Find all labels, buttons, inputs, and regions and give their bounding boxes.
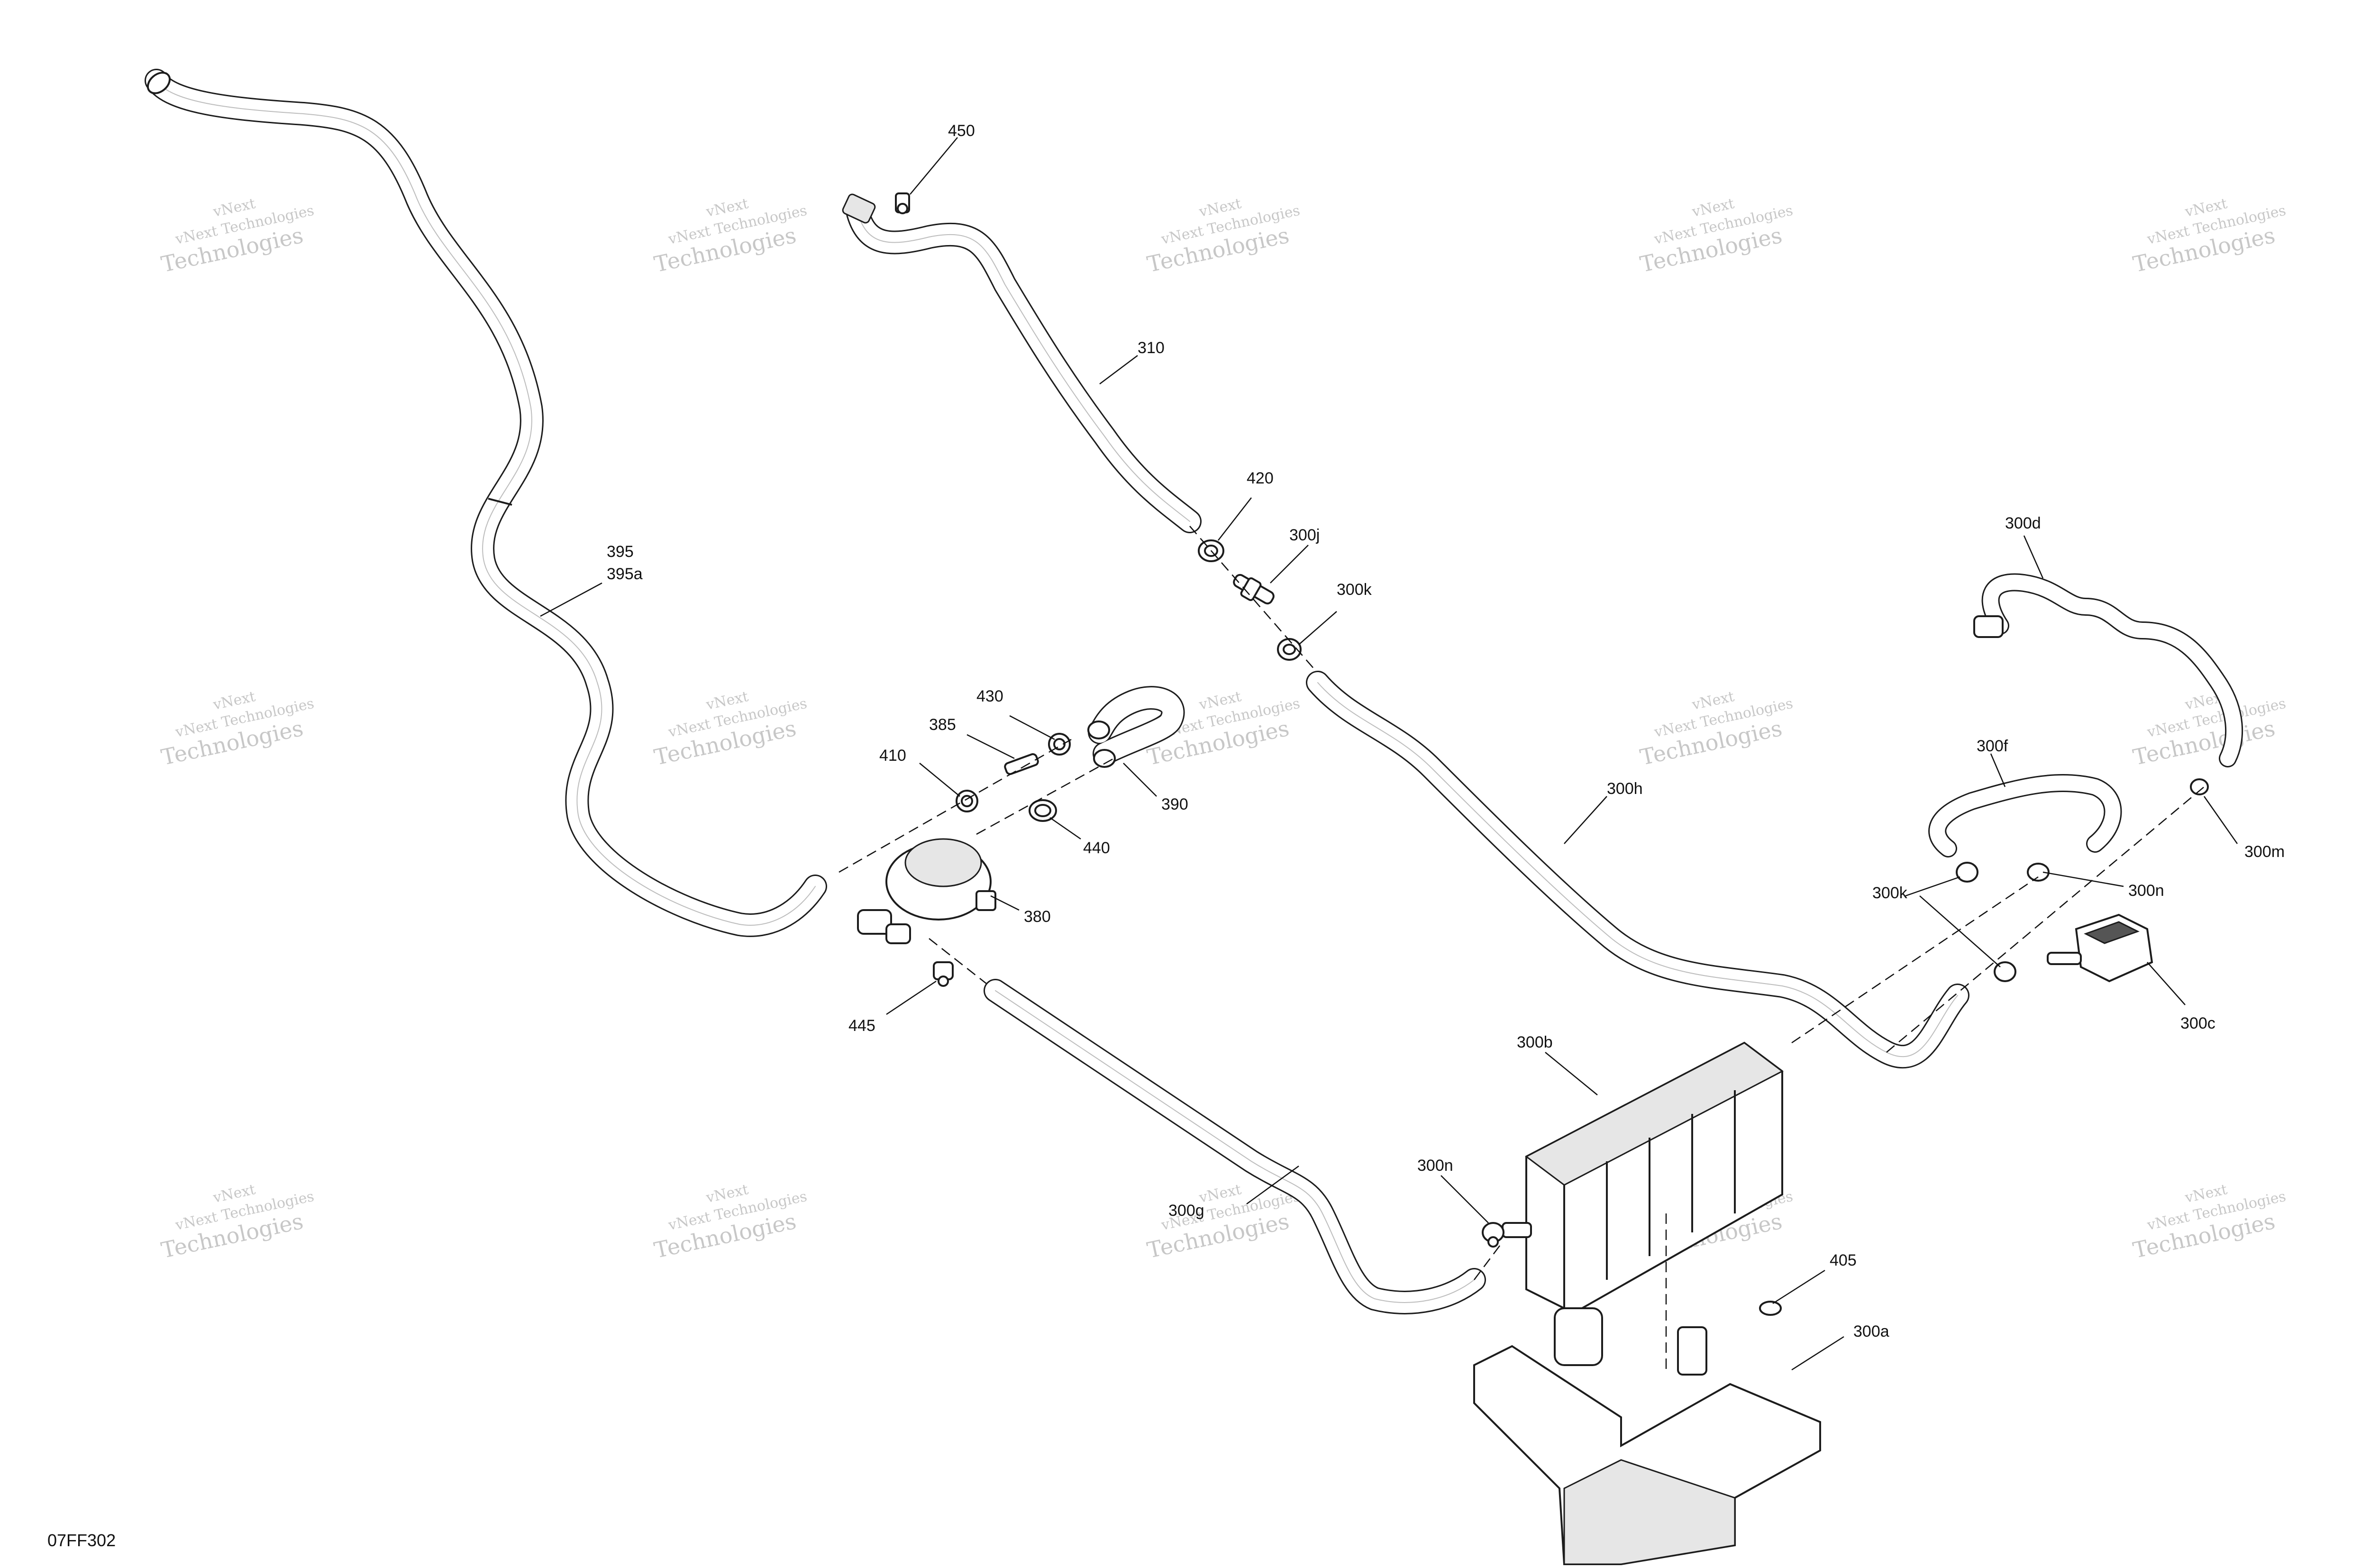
callout-395a: 395a: [607, 565, 643, 583]
leader-lines: [540, 137, 2238, 1371]
callout-395: 395: [607, 543, 634, 561]
callout-300d: 300d: [2005, 514, 2041, 532]
hose-300g: [984, 979, 1486, 1314]
hose-300f: [1928, 774, 2122, 857]
callout-405: 405: [1830, 1251, 1857, 1269]
callout-445: 445: [848, 1017, 875, 1035]
clamp-300m: [2190, 778, 2209, 795]
canister-300b: [1502, 1041, 1784, 1314]
callout-430: 430: [976, 687, 1003, 705]
callout-300g: 300g: [1168, 1202, 1204, 1220]
fitting-300k-right: [1956, 862, 2016, 982]
callout-310: 310: [1138, 339, 1165, 357]
clamp-440: [1029, 799, 1057, 822]
callout-450: 450: [948, 122, 975, 140]
figure-code: 07FF302: [47, 1531, 116, 1550]
fitting-410: [956, 790, 978, 812]
axis-line-380-c: [929, 938, 996, 991]
hose-390: [1087, 686, 1185, 768]
callout-440: 440: [1083, 839, 1110, 857]
clamp-450: [895, 192, 910, 214]
callout-380: 380: [1024, 908, 1051, 926]
axis-line-right-a: [1886, 786, 2205, 1053]
callout-390: 390: [1161, 795, 1188, 813]
callout-410: 410: [879, 747, 906, 765]
clamp-445: [933, 961, 954, 987]
axis-line-right-b: [1791, 876, 2039, 1044]
axis-line-canister: [1474, 1241, 1503, 1280]
hose-300d: [1973, 573, 2243, 767]
pump-380: [857, 838, 996, 944]
fitting-430: [1048, 733, 1071, 756]
rivet-405: [1759, 1301, 1782, 1316]
callout-385: 385: [929, 716, 956, 734]
callout-300n-lower: 300n: [1417, 1157, 1453, 1175]
clamp-300n-right: [2027, 863, 2050, 882]
callout-300k-top: 300k: [1337, 581, 1372, 599]
callout-300c: 300c: [2180, 1014, 2215, 1032]
hose-300h: [1306, 671, 1969, 1069]
callout-labels: 450 310 420 300j 300k 395 395a 430 385 4…: [607, 122, 2285, 1340]
callout-300a: 300a: [1853, 1322, 1889, 1340]
bracket-300a: [1473, 1213, 1821, 1565]
callout-300k-right: 300k: [1872, 884, 1908, 902]
callout-300h: 300h: [1607, 780, 1643, 798]
callout-300b: 300b: [1517, 1033, 1553, 1051]
hose-395: [145, 69, 827, 937]
clamp-300n-lower: [1482, 1222, 1504, 1248]
callout-300m: 300m: [2244, 843, 2285, 861]
callout-300j: 300j: [1289, 526, 1320, 544]
callout-300n-right: 300n: [2128, 882, 2164, 900]
callout-420: 420: [1247, 469, 1274, 487]
callout-300f: 300f: [1977, 737, 2008, 755]
valve-300c: [2047, 913, 2153, 983]
fitting-300k-top: [1277, 638, 1302, 661]
connector-300j: [1233, 574, 1275, 605]
axis-line-380-a: [839, 738, 1072, 873]
hose-310: [842, 193, 1202, 533]
axis-line-380-b: [976, 757, 1114, 835]
axis-line-top: [1189, 526, 1318, 674]
